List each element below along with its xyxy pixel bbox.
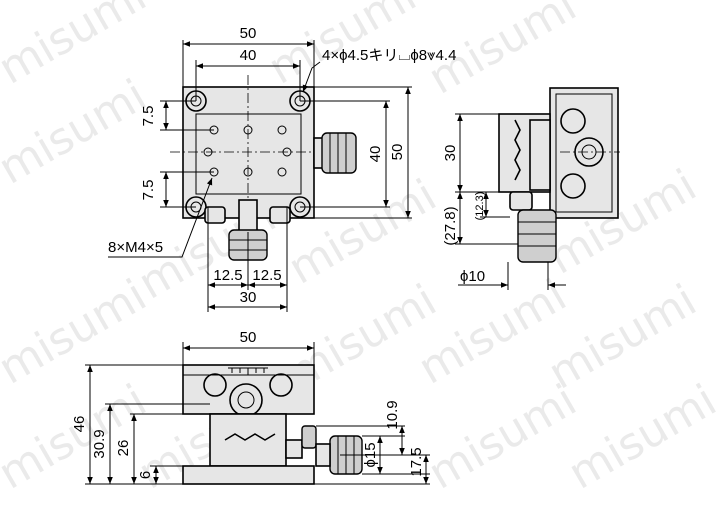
dim-side-offset-small: (12.3) [474, 192, 486, 221]
top-right-knob [313, 132, 357, 174]
side-knob [517, 209, 557, 263]
front-middle [209, 413, 287, 467]
dim-side-offset: (27.8) [442, 206, 459, 245]
dim-side-knob-dia: ϕ10 [460, 268, 485, 285]
front-scale [228, 367, 268, 375]
dim-span: 30 [240, 289, 257, 306]
dim-side-height: 30 [442, 145, 459, 162]
side-base [549, 87, 619, 219]
dim-front-knob-height: 10.9 [384, 400, 401, 429]
watermark-text: misumi [540, 275, 705, 400]
dim-height-inner: 40 [367, 146, 384, 163]
clamp-screws [204, 206, 291, 224]
dim-front-knob-offset: 17.5 [408, 447, 425, 476]
dim-width-outer: 50 [240, 25, 257, 42]
dim-front-width: 50 [240, 329, 257, 346]
dim-height-outer: 50 [389, 144, 406, 161]
watermark-text: misumi [420, 375, 585, 500]
front-base [182, 465, 315, 485]
watermark-text: misumi [560, 375, 720, 500]
side-view: 30 (27.8) (12.3) ϕ10 [442, 87, 620, 290]
tap-callout: 8×M4×5 [108, 239, 163, 256]
dim-pitch-top: 7.5 [140, 106, 157, 127]
hole-callout: 4×ϕ4.5キリ⌴ϕ8⩔4.4 [322, 47, 456, 64]
dim-spacing-left: 12.5 [213, 267, 242, 284]
stage-top-table [195, 113, 302, 195]
dim-front-height-a: 30.9 [91, 429, 108, 458]
dim-front-height-b: 26 [115, 440, 132, 457]
watermark-text: misumi [410, 270, 575, 395]
dim-front-total-height: 46 [71, 416, 88, 433]
dim-width-inner: 40 [240, 47, 257, 64]
dim-pitch-bottom: 7.5 [140, 180, 157, 201]
dim-spacing-right: 12.5 [252, 267, 281, 284]
top-view: 50 40 4×ϕ4.5キリ⌴ϕ8⩔4.4 7.5 7.5 40 50 8×M4… [108, 25, 456, 312]
front-view: 50 46 30.9 26 6 ϕ15 10.9 17.5 [71, 329, 430, 485]
dim-front-knob-dia: ϕ15 [362, 442, 379, 467]
watermark-text: misumi [0, 375, 155, 500]
watermark-text: misumi [0, 270, 155, 395]
dim-front-base-height: 6 [137, 471, 154, 479]
